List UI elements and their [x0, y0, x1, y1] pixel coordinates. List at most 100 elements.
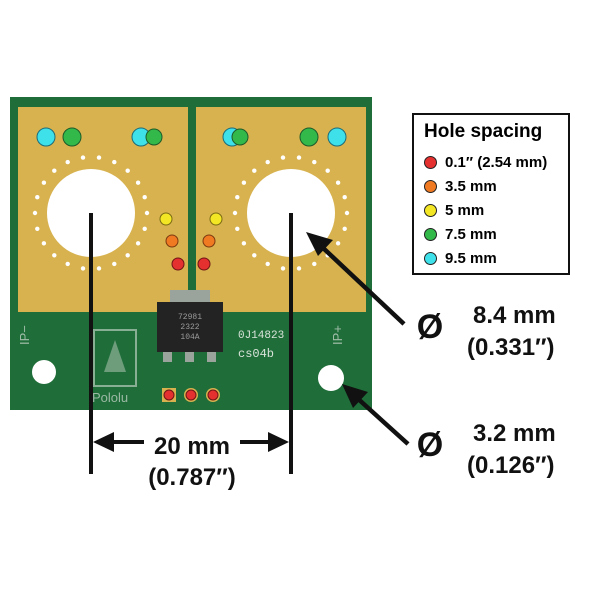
hole-dot	[171, 257, 185, 271]
via-hole	[35, 226, 40, 231]
hole-dot	[185, 389, 197, 401]
hole-dot	[145, 128, 163, 146]
legend-swatch	[424, 179, 437, 193]
legend-item: 0.1″ (2.54 mm)	[424, 151, 547, 173]
small-hole-metric: 3.2 mm	[473, 420, 556, 447]
legend-item: 9.5 mm	[424, 247, 497, 269]
pololu-logo	[93, 329, 137, 387]
hole-dot	[209, 212, 223, 226]
chip-pin	[185, 352, 194, 362]
via-hole	[112, 159, 117, 165]
large-hole-diameter-symbol: Ø	[417, 308, 443, 346]
via-hole	[252, 168, 257, 173]
lot-code: 0J14823	[238, 330, 284, 342]
via-ring-left	[32, 155, 150, 271]
via-hole	[235, 195, 240, 200]
legend-label: 5 mm	[445, 201, 485, 219]
hole-dot	[207, 389, 219, 401]
legend-label: 9.5 mm	[445, 249, 497, 267]
via-hole	[35, 195, 40, 200]
via-hole	[65, 159, 70, 165]
via-hole	[241, 241, 247, 246]
hole-dot	[163, 389, 175, 401]
legend-swatch	[424, 227, 437, 241]
via-hole	[342, 195, 347, 200]
legend-label: 0.1″ (2.54 mm)	[445, 153, 548, 171]
via-hole	[280, 266, 286, 271]
pololu-logo	[104, 340, 126, 372]
via-hole	[280, 155, 286, 160]
legend-item: 5 mm	[424, 199, 484, 221]
legend-title: Hole spacing	[424, 121, 543, 142]
small-hole-left	[32, 360, 56, 384]
legend-label: 3.5 mm	[445, 177, 497, 195]
via-hole	[135, 180, 141, 185]
hole-dot	[62, 127, 82, 147]
arrowhead-right	[268, 432, 289, 452]
via-hole	[41, 180, 47, 185]
ip-minus-label: IP−	[17, 325, 32, 345]
large-hole-leader	[319, 244, 406, 326]
via-hole	[325, 168, 330, 173]
via-hole	[52, 253, 57, 258]
via-hole	[80, 266, 86, 271]
via-hole	[32, 210, 38, 216]
large-hole-imperial: (0.331″)	[467, 334, 555, 361]
hole-dot	[299, 127, 319, 147]
part-code: cs04b	[238, 347, 274, 361]
spacing-metric: 20 mm	[154, 433, 230, 460]
small-hole-imperial: (0.126″)	[467, 452, 555, 479]
chip-marking-1: 72981	[178, 313, 202, 322]
via-hole	[142, 195, 147, 200]
legend-swatch	[424, 203, 437, 217]
via-hole	[241, 180, 247, 185]
via-hole	[312, 159, 317, 165]
via-hole	[296, 266, 302, 271]
legend-item: 3.5 mm	[424, 175, 497, 197]
via-hole	[265, 261, 270, 267]
large-hole-metric: 8.4 mm	[473, 302, 556, 329]
via-hole	[342, 226, 347, 231]
small-hole-diameter-symbol: Ø	[417, 426, 443, 464]
hole-dot	[36, 127, 56, 147]
arrowhead-left	[93, 432, 114, 452]
via-hole	[312, 261, 317, 267]
via-hole	[96, 266, 102, 271]
via-hole	[125, 253, 130, 258]
chip-marking-3: 104A	[180, 333, 199, 342]
via-hole	[265, 159, 270, 165]
chip-tab	[170, 290, 210, 304]
hole-dot	[159, 212, 173, 226]
chip-pin	[207, 352, 216, 362]
via-hole	[232, 210, 238, 216]
via-hole	[112, 261, 117, 267]
hole-dot	[231, 128, 249, 146]
hole-dot	[165, 234, 179, 248]
via-hole	[144, 210, 150, 216]
via-hole	[296, 155, 302, 160]
small-hole-leader	[354, 395, 410, 446]
hole-dot	[327, 127, 347, 147]
via-hole	[142, 226, 147, 231]
pololu-logo-text: Pololu	[92, 390, 128, 405]
chip-marking-2: 2322	[180, 323, 199, 332]
legend-swatch	[424, 251, 437, 265]
via-hole	[344, 210, 350, 216]
hole-dot	[197, 257, 211, 271]
small-hole-arrowhead	[342, 384, 368, 408]
legend-label: 7.5 mm	[445, 225, 497, 243]
ip-plus-label: IP+	[330, 325, 345, 345]
legend-swatch	[424, 155, 437, 169]
via-hole	[335, 241, 341, 246]
via-hole	[80, 155, 86, 160]
chip-pin	[163, 352, 172, 362]
via-hole	[335, 180, 341, 185]
spacing-imperial: (0.787″)	[148, 464, 236, 491]
ic-chip	[157, 302, 223, 352]
via-hole	[41, 241, 47, 246]
legend-item: 7.5 mm	[424, 223, 497, 245]
small-hole-right	[318, 365, 344, 391]
via-hole	[125, 168, 130, 173]
large-hole-arrowhead	[306, 232, 333, 256]
